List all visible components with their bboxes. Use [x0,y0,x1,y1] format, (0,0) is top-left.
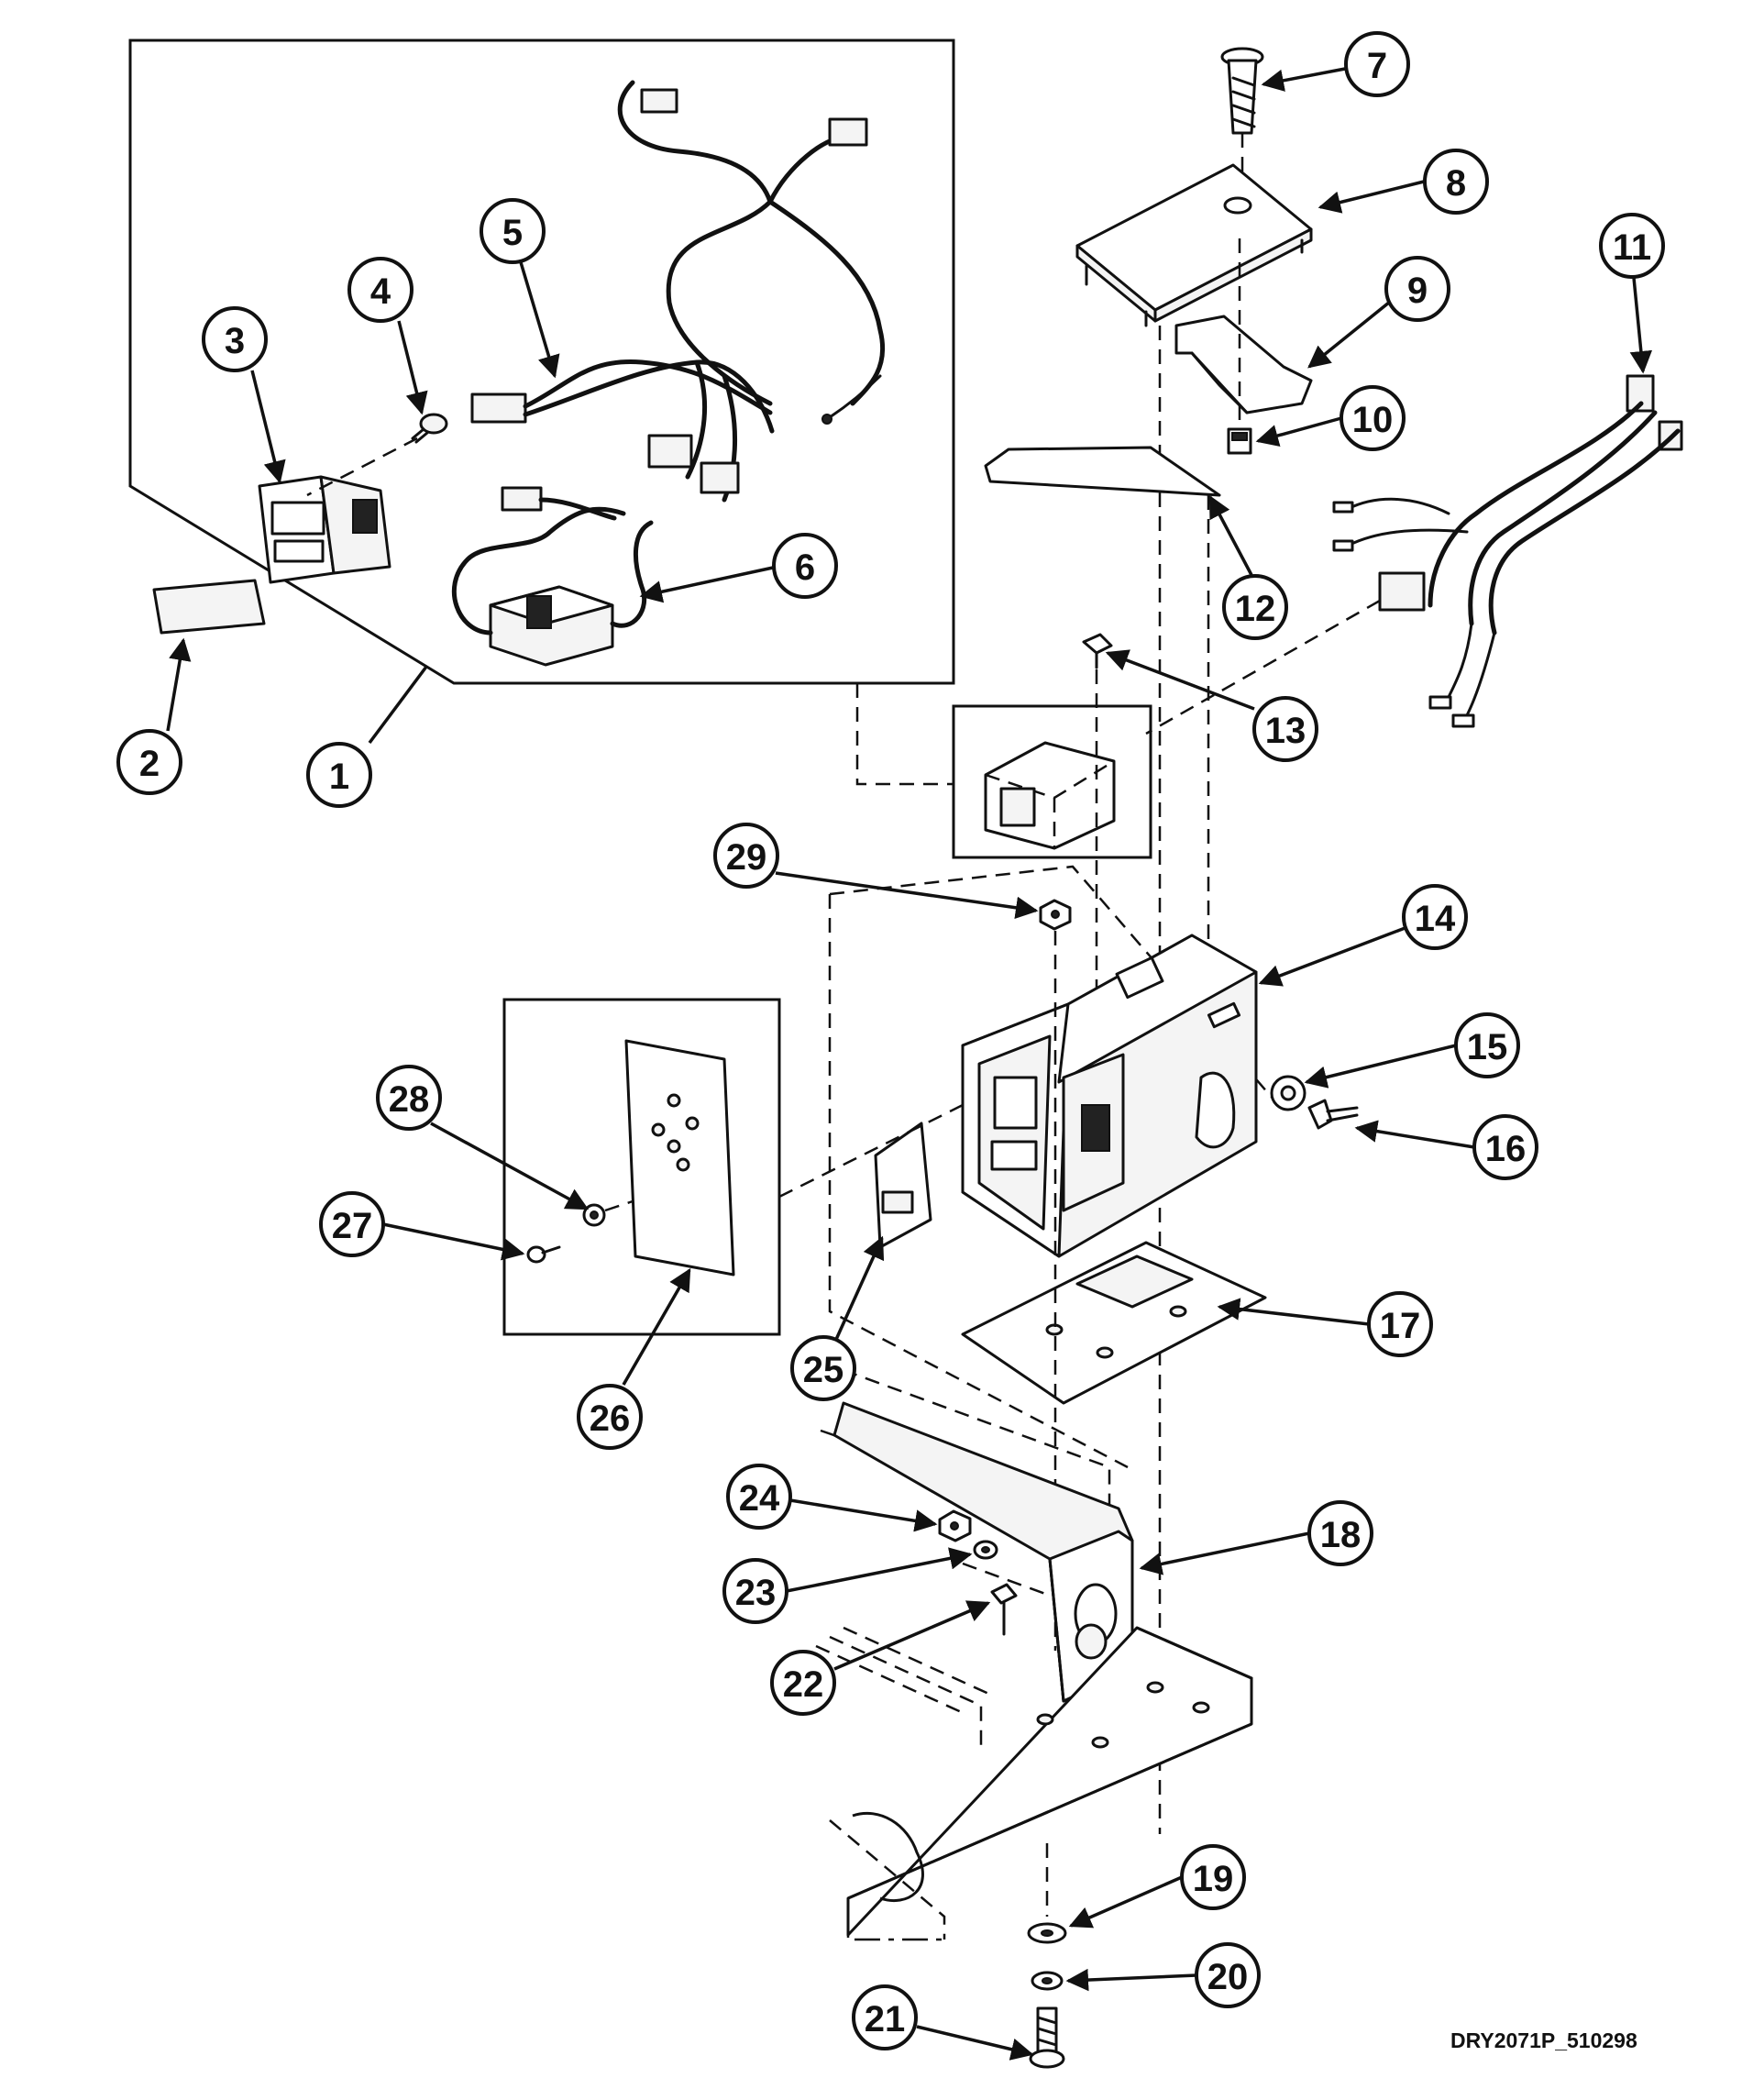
callout-16: 16 [1472,1114,1538,1180]
svg-text:9: 9 [1407,271,1428,311]
panel-assembly-box [502,998,781,1336]
machine-top-surface [815,1626,1253,1941]
callout-25: 25 [790,1335,856,1401]
callout-3: 3 [202,306,268,372]
screw-22 [990,1583,1018,1636]
svg-text:1: 1 [329,757,349,797]
callouts: 1 2 3 4 5 6 7 8 9 10 11 12 13 14 15 16 1… [116,31,1665,2050]
star-washer-15 [1270,1075,1306,1111]
callout-6: 6 [772,533,838,599]
svg-text:14: 14 [1415,899,1456,939]
svg-text:21: 21 [865,1999,906,2039]
callout-18: 18 [1307,1500,1373,1566]
mount-bracket-18 [820,1360,1134,1703]
callout-2: 2 [116,729,182,795]
callout-leaders [166,67,1653,2061]
svg-text:4: 4 [370,271,391,312]
svg-text:29: 29 [726,837,767,878]
callout-29: 29 [713,823,779,889]
svg-text:3: 3 [225,321,245,361]
svg-text:18: 18 [1320,1515,1362,1555]
svg-text:17: 17 [1380,1306,1421,1346]
callout-1: 1 [306,742,372,808]
callout-8: 8 [1423,149,1489,215]
svg-text:10: 10 [1352,400,1394,440]
svg-text:2: 2 [139,744,160,784]
coin-box-14 [828,865,1275,1469]
svg-text:19: 19 [1193,1859,1234,1899]
svg-text:8: 8 [1446,163,1466,204]
nut-24 [938,1509,972,1542]
svg-text:12: 12 [1235,589,1276,629]
callout-10: 10 [1340,385,1406,451]
wiring-harness-5 [470,80,886,503]
screw-7 [1220,47,1264,197]
kit-frame [128,39,955,685]
callout-27: 27 [319,1191,385,1257]
callout-9: 9 [1384,256,1450,322]
callout-12: 12 [1222,574,1288,640]
label-card [152,579,266,635]
callout-17: 17 [1367,1291,1433,1357]
svg-text:24: 24 [739,1478,780,1519]
wiring-harness-11 [1145,374,1683,735]
callout-23: 23 [722,1558,788,1624]
bracket-9 [1158,315,1313,1834]
screw-21 [1029,1843,1065,2069]
callout-21: 21 [852,1984,918,2050]
svg-text:23: 23 [735,1573,777,1613]
svg-text:5: 5 [502,213,523,253]
svg-text:7: 7 [1367,46,1387,86]
label-25 [778,1103,964,1249]
top-cover-8 [1075,163,1313,327]
washer-28 [582,1199,634,1227]
callout-14: 14 [1402,884,1468,950]
power-adapter-6 [451,486,654,667]
svg-text:22: 22 [783,1664,824,1705]
callout-20: 20 [1195,1942,1261,2008]
svg-text:11: 11 [1613,227,1651,268]
callout-22: 22 [770,1650,836,1716]
drawing-id: DRY2071P_510298 [1450,2028,1637,2052]
callout-24: 24 [726,1464,792,1530]
bolt-16 [1307,1099,1359,1130]
callout-19: 19 [1180,1844,1246,1910]
svg-text:13: 13 [1265,711,1306,751]
callout-15: 15 [1454,1012,1520,1078]
svg-text:16: 16 [1485,1129,1527,1169]
screw-27 [526,1245,561,1264]
svg-text:6: 6 [795,547,815,588]
washer-19 [1027,1922,1067,1944]
callout-5: 5 [480,198,546,264]
callout-28: 28 [376,1065,442,1131]
svg-text:27: 27 [332,1206,373,1246]
lock-washer-20 [1031,1971,1064,1991]
callout-11: 11 [1599,213,1665,279]
display-module [258,475,391,584]
svg-text:28: 28 [389,1079,430,1120]
callout-13: 13 [1252,696,1318,762]
detail-view [952,704,1152,859]
callout-4: 4 [347,257,413,323]
screw-4 [306,413,448,497]
svg-text:15: 15 [1467,1027,1508,1067]
callout-7: 7 [1344,31,1410,97]
lock-washer-23 [973,1540,998,1560]
clip-10 [1227,238,1252,455]
svg-text:25: 25 [803,1350,844,1390]
svg-text:20: 20 [1207,1957,1249,1997]
base-plate-17 [961,1241,1267,1405]
callout-26: 26 [577,1384,643,1450]
svg-text:26: 26 [590,1398,631,1439]
